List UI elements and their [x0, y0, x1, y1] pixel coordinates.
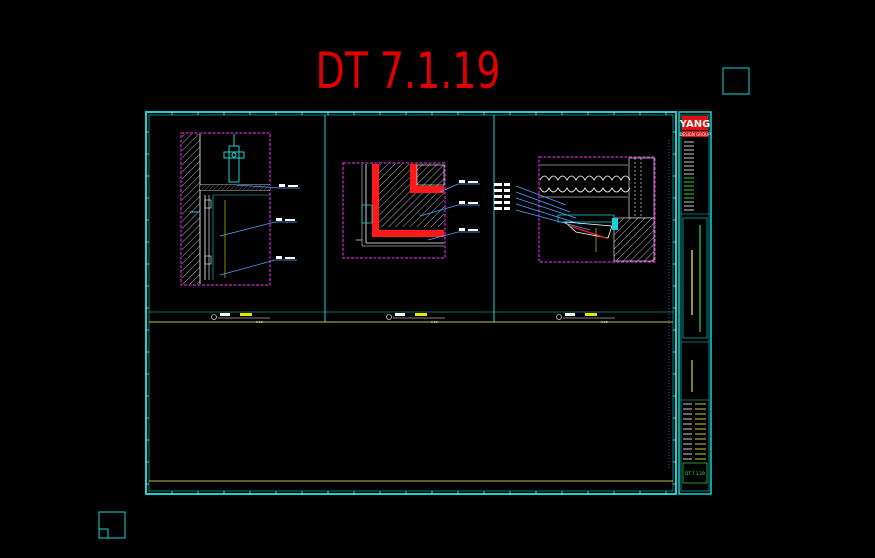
title-block: YANG DESIGN GROUP DT 7.1.19: [678, 111, 712, 495]
callout-tag: [504, 195, 510, 198]
callout-tag: [494, 201, 502, 204]
detail-1[interactable]: [180, 132, 300, 286]
title-block-logo-box: [682, 116, 708, 130]
detail-3[interactable]: [494, 156, 656, 263]
title-block-notes: [684, 141, 694, 211]
project-name-box: [682, 217, 708, 339]
callout-tag: [504, 201, 510, 204]
detail-marker: [386, 314, 392, 320]
detail-1-leaders: [219, 184, 281, 276]
detail-label-row: 1:10 1:10 1:10: [211, 313, 615, 324]
drawing-title: DT 7.1.19: [316, 42, 501, 100]
callout-tag: [468, 181, 478, 183]
callout-tag: [459, 201, 465, 204]
detail-1-hanger: [223, 134, 245, 183]
detail-3-callouts: [494, 183, 510, 210]
drawing-number-box: [682, 462, 708, 484]
detail-label-text: [240, 313, 252, 316]
detail-label-text: [585, 313, 597, 316]
callout-tag: [279, 184, 285, 187]
detail-3-boundary: [538, 156, 656, 263]
detail-label-text: [220, 313, 230, 316]
detail-2-boundary: [342, 162, 446, 259]
callout-tag: [459, 228, 465, 231]
callout-tag: [494, 207, 502, 210]
title-block-table: [683, 403, 706, 460]
callout-tag: [494, 189, 502, 192]
callout-tag: [468, 229, 478, 231]
callout-tag: [288, 185, 298, 187]
sheet-frame: [145, 111, 677, 495]
detail-2-callouts: [458, 180, 480, 233]
detail-scale-label: 1:10: [256, 320, 263, 324]
detail-1-boundary: [180, 132, 271, 286]
detail-1-callouts: [275, 184, 300, 261]
callout-tag: [504, 207, 510, 210]
view-cube-marker[interactable]: [722, 67, 750, 95]
title-block-logo: YANG: [679, 119, 711, 130]
detail-3-leaders: [515, 185, 591, 231]
detail-label-text: [395, 313, 405, 316]
title-block-logo-subtitle: DESIGN GROUP: [679, 132, 711, 137]
detail-2[interactable]: [342, 162, 480, 259]
detail-scale-label: 1:10: [431, 320, 438, 324]
callout-tag: [276, 218, 282, 221]
detail-2-wall-hatch: [376, 164, 444, 227]
callout-tag: [276, 256, 282, 259]
callout-tag: [459, 180, 465, 183]
detail-marker: [556, 314, 562, 320]
frame-tick-marks: [146, 112, 676, 494]
callout-tag: [504, 189, 510, 192]
detail-3-insulation: [539, 175, 631, 193]
detail-2-leaders: [419, 183, 459, 241]
detail-label-text: [565, 313, 575, 316]
detail-label-text: [415, 313, 427, 316]
callout-tag: [494, 195, 502, 198]
callout-tag: [285, 219, 295, 221]
callout-tag: [468, 202, 478, 204]
callout-tag: [504, 183, 510, 186]
ucs-icon: [98, 511, 126, 539]
detail-3-wall-hatch: [614, 218, 654, 261]
detail-1-wall-hatch: [182, 134, 200, 284]
detail-scale-label: 1:10: [601, 320, 608, 324]
callout-tag: [285, 257, 295, 259]
detail-marker: [211, 314, 217, 320]
callout-tag: [494, 183, 502, 186]
drawing-number: DT 7.1.19: [685, 471, 705, 476]
